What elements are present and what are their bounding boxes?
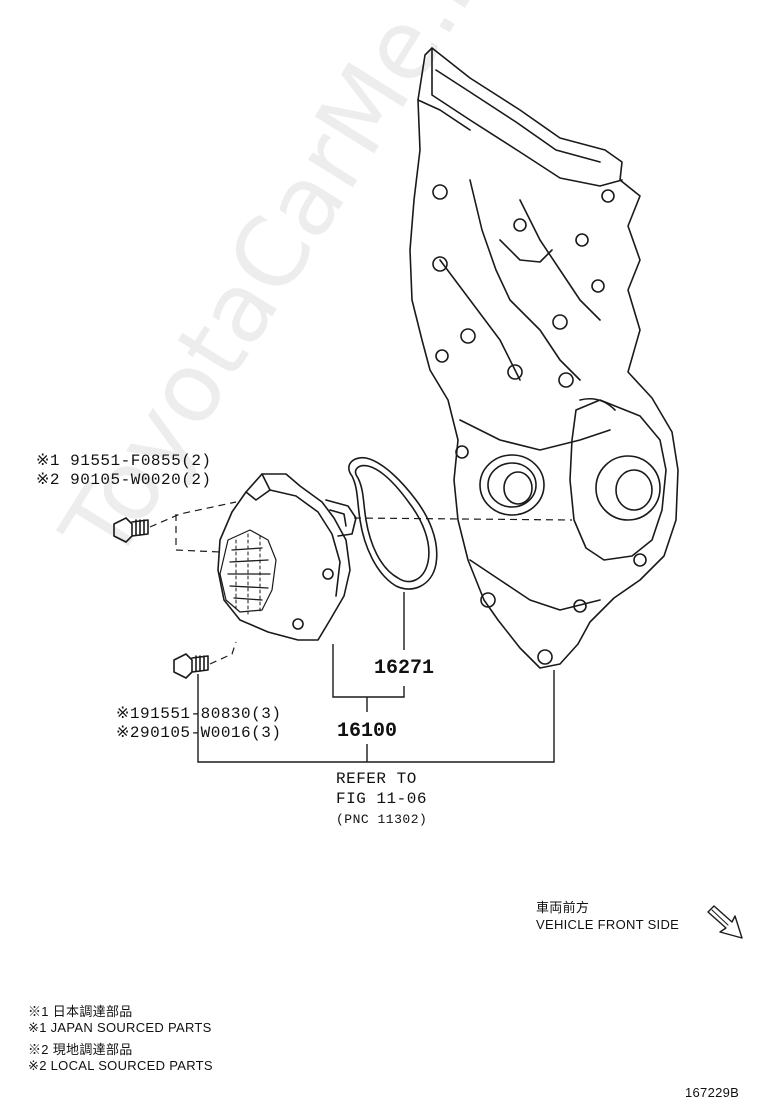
- bolt-upper-label-2: ※2 90105-W0020(2): [36, 471, 212, 489]
- legend-item: ※2 現地調達部品: [28, 1042, 133, 1057]
- bolt-lower: [173, 653, 209, 679]
- refer-line-1: REFER TO: [336, 770, 417, 788]
- direction-label-en: VEHICLE FRONT SIDE: [536, 917, 680, 932]
- legend-item: ※2 LOCAL SOURCED PARTS: [28, 1058, 213, 1073]
- refer-line-2: FIG 11-06: [336, 790, 427, 808]
- bolt-lower-label-1: ※191551-80830(3): [116, 705, 282, 723]
- legend-item: ※1 日本調達部品: [28, 1004, 133, 1019]
- bolt-lower-label-2: ※290105-W0016(3): [116, 724, 282, 742]
- alignment-lines: [149, 501, 573, 665]
- bolt-upper: [113, 517, 149, 543]
- gasket-part-number: 16271: [374, 657, 435, 680]
- refer-line-3: (PNC 11302): [336, 812, 428, 827]
- leader-lines: [197, 592, 555, 763]
- arrow-down-right-icon: [707, 905, 743, 939]
- gasket-16271: [348, 456, 438, 590]
- bolt-upper-label-1: ※1 91551-F0855(2): [36, 452, 212, 470]
- legend-item: ※1 JAPAN SOURCED PARTS: [28, 1020, 212, 1035]
- water-pump-16100: [217, 473, 357, 641]
- direction-label-jp: 車両前方: [536, 900, 590, 915]
- water-pump-part-number: 16100: [337, 720, 398, 743]
- timing-chain-cover: [409, 47, 679, 669]
- figure-id: 167229B: [685, 1085, 740, 1100]
